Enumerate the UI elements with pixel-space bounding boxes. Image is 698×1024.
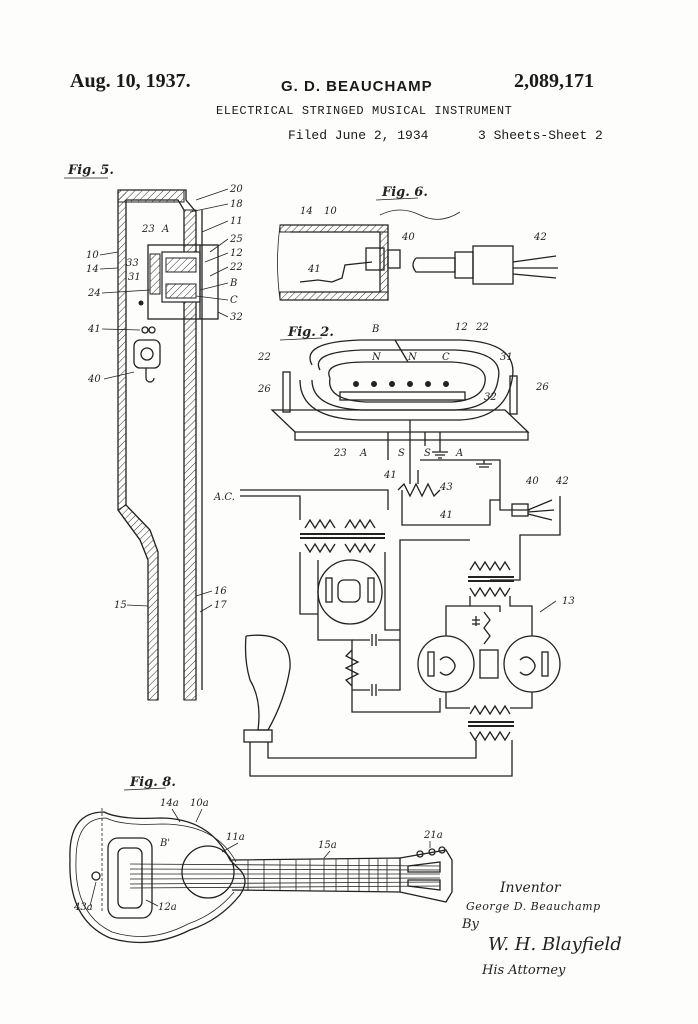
- svg-text:N: N: [407, 352, 418, 363]
- svg-text:26: 26: [257, 384, 271, 395]
- figure-6-caption: Fig. 6.: [381, 185, 428, 200]
- svg-text:A: A: [161, 224, 169, 235]
- figure-2-labels: B 12 22 22 N N C 31 26 26 32 23 A S S A …: [257, 322, 549, 493]
- svg-text:43: 43: [439, 482, 453, 493]
- svg-text:41: 41: [307, 264, 321, 275]
- figure-2-caption: Fig. 2.: [287, 325, 334, 340]
- figure-5-labels: 20 18 11 10 23 A 25 12 14 33 22 B 31 24 …: [86, 184, 243, 611]
- svg-text:11: 11: [230, 216, 243, 227]
- svg-text:20: 20: [229, 184, 243, 195]
- svg-text:41: 41: [439, 510, 453, 521]
- circuit-labels: A.C. 40 42 41 13: [213, 476, 575, 607]
- svg-text:15: 15: [114, 600, 127, 611]
- sheet-count: 3 Sheets-Sheet 2: [478, 128, 603, 143]
- inventor-caption: Inventor: [499, 880, 562, 896]
- figure-8-labels: 14a 10a B' 11a 15a 21a 43a 12a: [73, 798, 443, 913]
- svg-text:43a: 43a: [73, 902, 93, 913]
- svg-text:A: A: [359, 448, 367, 459]
- svg-text:22: 22: [229, 262, 243, 273]
- attorney-signature: W. H. Blayfield: [488, 934, 622, 955]
- svg-text:12: 12: [455, 322, 468, 333]
- patent-number: 2,089,171: [514, 70, 594, 92]
- frets: [247, 859, 388, 891]
- svg-text:42: 42: [555, 476, 569, 487]
- svg-text:41: 41: [87, 324, 101, 335]
- svg-text:C: C: [442, 352, 450, 363]
- svg-text:23: 23: [333, 448, 347, 459]
- svg-text:12a: 12a: [158, 902, 177, 913]
- svg-text:40: 40: [525, 476, 539, 487]
- patent-title: ELECTRICAL STRINGED MUSICAL INSTRUMENT: [216, 104, 513, 118]
- svg-text:24: 24: [87, 288, 101, 299]
- svg-text:B: B: [371, 324, 379, 335]
- figure-6-jack-detail: Fig. 6. 14 10 40 42 41: [277, 185, 558, 301]
- svg-text:S: S: [398, 448, 405, 459]
- svg-text:S: S: [424, 448, 431, 459]
- patent-date: Aug. 10, 1937.: [70, 70, 191, 92]
- svg-text:B: B: [229, 278, 237, 289]
- svg-text:C: C: [230, 295, 238, 306]
- svg-text:B': B': [159, 838, 170, 849]
- figure-8-guitar: Fig. 8.: [69, 775, 453, 944]
- svg-text:10: 10: [324, 206, 337, 217]
- figure-5-section: Fig. 5. 20 18 11 10 23 A 25: [64, 163, 243, 701]
- svg-text:22: 22: [475, 322, 489, 333]
- svg-text:14a: 14a: [160, 798, 179, 809]
- figure-5-caption: Fig. 5.: [67, 163, 114, 178]
- svg-text:41: 41: [383, 470, 397, 481]
- svg-text:40: 40: [401, 232, 415, 243]
- svg-text:10a: 10a: [190, 798, 209, 809]
- svg-text:26: 26: [535, 382, 549, 393]
- svg-text:11a: 11a: [226, 832, 245, 843]
- inventor-name-header: G. D. BEAUCHAMP: [281, 78, 433, 95]
- svg-text:13: 13: [562, 596, 575, 607]
- inventor-signature: George D. Beauchamp: [466, 900, 601, 913]
- amplifier-circuit: A.C. 40 42 41 13: [213, 459, 575, 777]
- svg-text:14: 14: [86, 264, 99, 275]
- svg-text:31: 31: [500, 352, 513, 363]
- svg-text:33: 33: [126, 258, 139, 269]
- strings: [129, 863, 441, 889]
- signature-block: Inventor George D. Beauchamp By W. H. Bl…: [461, 880, 622, 978]
- figure-8-caption: Fig. 8.: [129, 775, 176, 790]
- svg-text:22: 22: [257, 352, 271, 363]
- svg-text:21a: 21a: [423, 830, 443, 841]
- svg-text:32: 32: [484, 392, 497, 403]
- svg-text:A: A: [455, 448, 463, 459]
- svg-text:40: 40: [87, 374, 101, 385]
- svg-text:18: 18: [230, 199, 243, 210]
- svg-text:42: 42: [533, 232, 547, 243]
- svg-text:32: 32: [230, 312, 243, 323]
- svg-text:25: 25: [229, 234, 243, 245]
- figure-2-pickup: Fig. 2. B 12 22: [257, 322, 549, 493]
- attorney-caption: His Attorney: [481, 963, 566, 978]
- svg-text:15a: 15a: [318, 840, 337, 851]
- svg-text:12: 12: [230, 248, 243, 259]
- figure-6-labels: 14 10 40 42 41: [300, 206, 547, 275]
- svg-text:N: N: [371, 352, 382, 363]
- svg-text:A.C.: A.C.: [213, 492, 235, 503]
- svg-text:31: 31: [128, 272, 141, 283]
- filed-date: Filed June 2, 1934: [288, 128, 429, 143]
- svg-text:16: 16: [214, 586, 227, 597]
- pole-pieces: [353, 381, 449, 387]
- svg-text:17: 17: [214, 600, 227, 611]
- svg-text:14: 14: [300, 206, 313, 217]
- svg-text:10: 10: [86, 250, 99, 261]
- svg-text:23: 23: [141, 224, 155, 235]
- by-caption: By: [461, 917, 480, 932]
